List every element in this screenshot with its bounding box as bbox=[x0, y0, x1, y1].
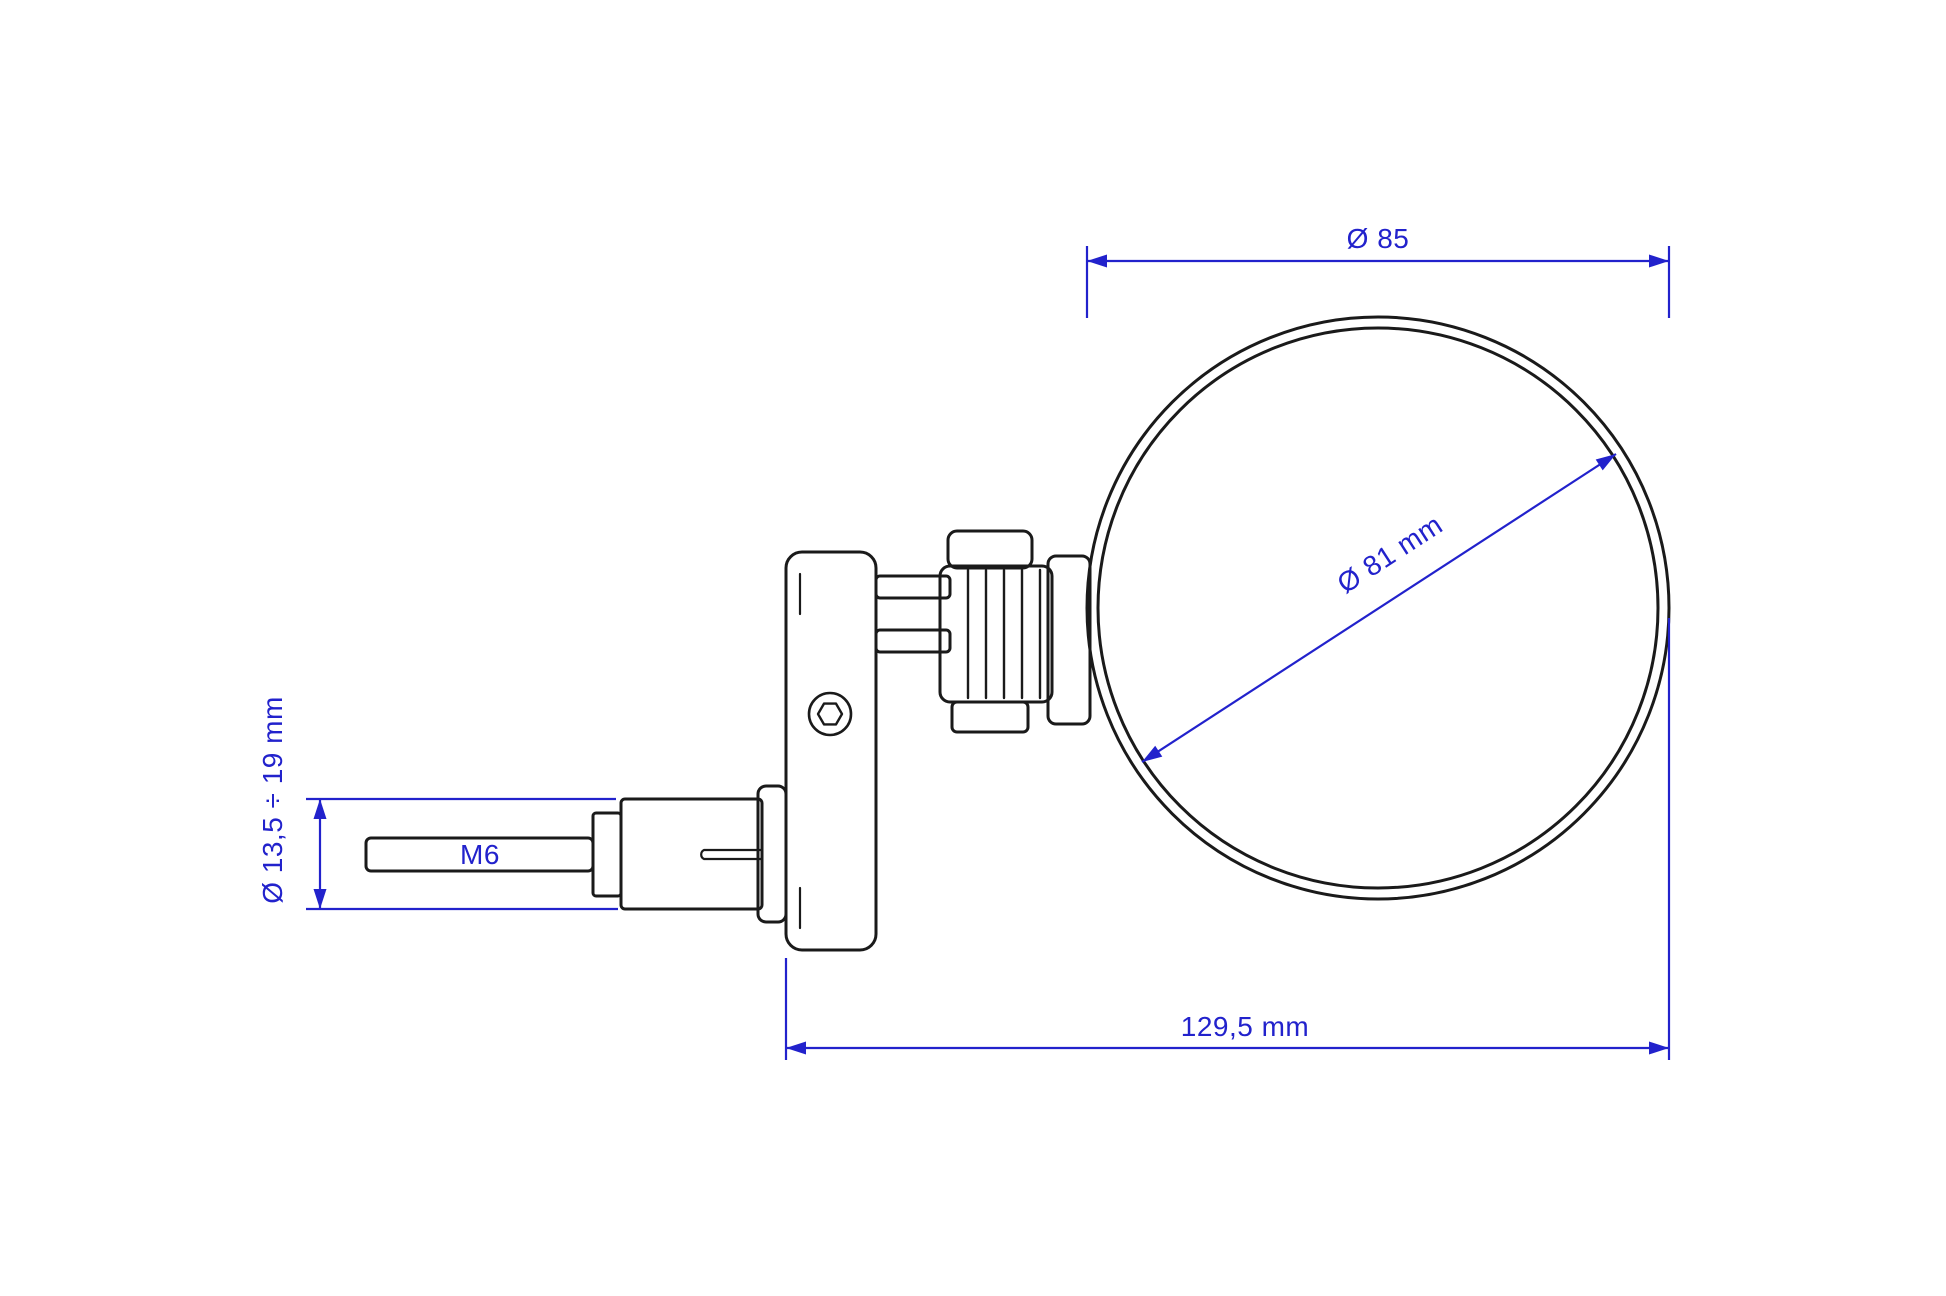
expander-slot bbox=[700, 848, 764, 861]
clamp-screw bbox=[807, 691, 853, 737]
dimension-text-group: Ø 85 Ø 81 mm 129,5 mm Ø 13,5 ÷ 19 mm M6 bbox=[257, 223, 1448, 1042]
bar-end-expander bbox=[619, 797, 764, 911]
dimension-lines-group bbox=[306, 246, 1671, 1060]
arrow-overall-length-left bbox=[786, 1041, 806, 1055]
dim-glass-diameter-label: Ø 81 mm bbox=[1332, 509, 1448, 600]
dim-overall-length-label: 129,5 mm bbox=[1181, 1011, 1310, 1042]
pivot-knuckle bbox=[938, 564, 1054, 704]
mirror-inner-circle bbox=[1096, 326, 1660, 890]
dim-expander-range-label: Ø 13,5 ÷ 19 mm bbox=[257, 696, 288, 904]
expander-washer bbox=[591, 811, 623, 898]
m6-bolt-shaft bbox=[364, 836, 595, 873]
arrow-overall-length-right bbox=[1649, 1041, 1669, 1055]
mirror-stem-base bbox=[1046, 554, 1092, 726]
pivot-arm-bottom bbox=[874, 628, 952, 654]
dimension-arrows-group bbox=[313, 254, 1669, 1055]
dim-outer-diameter-label: Ø 85 bbox=[1347, 223, 1410, 254]
pivot-nut-bottom bbox=[950, 700, 1030, 734]
outline-group bbox=[364, 315, 1671, 952]
arrow-glass-diameter-lower-left bbox=[1142, 745, 1163, 762]
arrow-expander-range-top bbox=[313, 799, 327, 819]
arrow-expander-range-bottom bbox=[313, 889, 327, 909]
dim-glass-diameter-line bbox=[1141, 453, 1617, 763]
clamp-collar bbox=[756, 784, 788, 924]
arrow-glass-diameter-upper-right bbox=[1595, 454, 1616, 471]
pivot-arm-top bbox=[874, 574, 952, 600]
arrow-outer-diameter-left bbox=[1087, 254, 1107, 268]
mirror-outer-circle bbox=[1085, 315, 1671, 901]
pivot-bolt-top bbox=[946, 529, 1034, 570]
clamp-screw-hex bbox=[816, 702, 844, 726]
dim-thread-label: M6 bbox=[460, 839, 500, 870]
arrow-outer-diameter-right bbox=[1649, 254, 1669, 268]
clamp-body bbox=[784, 550, 878, 952]
